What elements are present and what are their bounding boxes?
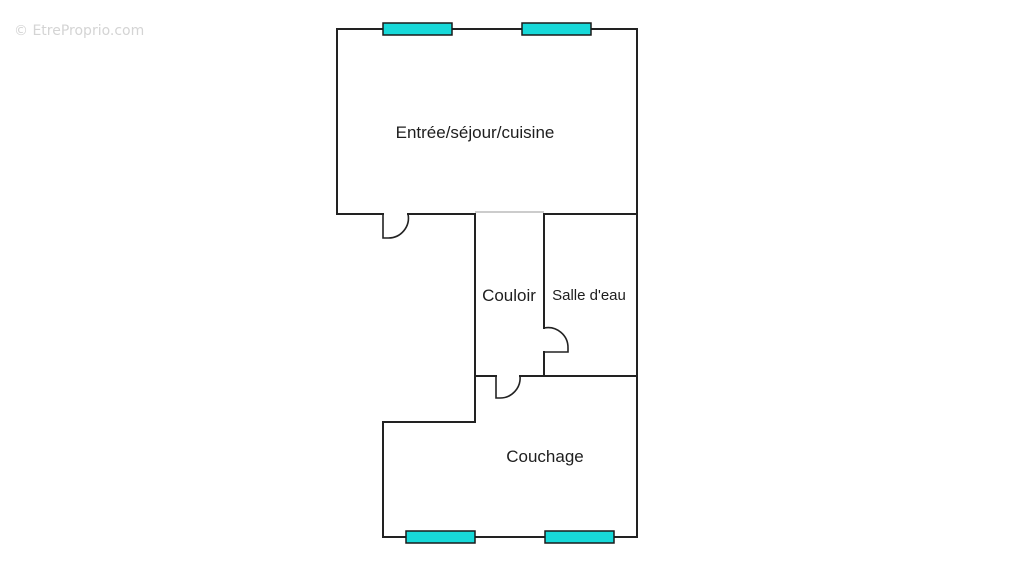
window-top-right (521, 22, 592, 36)
window-bottom-right (544, 530, 615, 544)
room-labels: Entrée/séjour/cuisine Couloir Salle d'ea… (396, 123, 626, 466)
door-bathroom (543, 326, 569, 353)
wall-living-room (336, 28, 638, 538)
door-bedroom (495, 375, 521, 399)
window-bottom-left (405, 530, 476, 544)
watermark: © EtreProprio.com (14, 23, 144, 39)
room-label-entree: Entrée/séjour/cuisine (396, 123, 555, 142)
window-top-left (382, 22, 453, 36)
door-entry (382, 213, 410, 239)
windows (382, 22, 615, 544)
room-label-couchage: Couchage (506, 447, 584, 466)
walls (336, 28, 638, 538)
room-label-couloir: Couloir (482, 286, 536, 305)
room-label-salle-eau: Salle d'eau (552, 287, 626, 304)
doors (382, 213, 569, 399)
